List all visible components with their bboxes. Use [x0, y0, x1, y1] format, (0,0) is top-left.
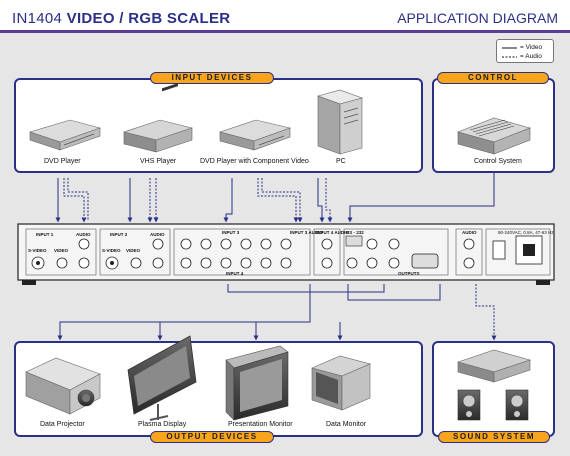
presentation-monitor-label: Presentation Monitor — [228, 421, 293, 428]
legend: = Video = Audio — [496, 39, 554, 63]
data-projector-icon — [25, 357, 101, 415]
amplifier-icon — [456, 349, 532, 383]
panel-power-spec: 90-240VAC, 0.8A, 47-63 Hz — [498, 230, 554, 235]
legend-audio: = Audio — [520, 53, 542, 60]
input-devices-title: INPUT DEVICES — [150, 72, 274, 84]
control-title: CONTROL — [437, 72, 549, 84]
data-projector-label: Data Projector — [40, 421, 85, 428]
dvd-component-label: DVD Player with Component Video — [200, 158, 309, 165]
panel-input4-label: INPUT 4 — [226, 271, 244, 276]
panel-svideo-1: S-VIDEO — [28, 248, 47, 253]
scaler-rear-panel — [17, 223, 555, 285]
panel-rs232-label: RS - 232 — [346, 230, 364, 235]
panel-input1-label: INPUT 1 — [36, 232, 54, 237]
panel-audio-out-label: AUDIO — [462, 230, 477, 235]
panel-video-2: VIDEO — [126, 248, 141, 253]
product-name: VIDEO / RGB SCALER — [66, 10, 231, 27]
page-title: IN1404 VIDEO / RGB SCALER — [12, 10, 230, 27]
plasma-display-icon — [127, 335, 197, 421]
vhs-player-label: VHS Player — [140, 158, 177, 165]
dvd-player-icon — [29, 119, 102, 151]
pc-label: PC — [336, 158, 346, 165]
dvd-component-player-icon — [218, 119, 292, 151]
control-system-icon — [457, 117, 531, 155]
left-speaker-icon — [457, 389, 481, 421]
plasma-display-label: Plasma Display — [138, 421, 187, 428]
panel-input2-audio: AUDIO — [150, 232, 165, 237]
output-devices-title: OUTPUT DEVICES — [150, 431, 274, 443]
panel-input3-label: INPUT 3 — [222, 230, 240, 235]
diagram-title: APPLICATION DIAGRAM — [397, 10, 558, 26]
legend-video: = Video — [520, 44, 543, 51]
pc-tower-icon — [317, 89, 363, 155]
sound-system-title: SOUND SYSTEM — [438, 431, 550, 443]
data-monitor-icon — [311, 355, 371, 411]
vhs-player-icon — [122, 83, 194, 153]
data-monitor-label: Data Monitor — [326, 421, 367, 428]
panel-outputs-label: OUTPUTS — [398, 271, 420, 276]
legend-lines — [502, 47, 517, 58]
right-speaker-icon — [505, 389, 529, 421]
control-system-label: Control System — [474, 158, 522, 165]
presentation-monitor-icon — [225, 345, 289, 421]
panel-input3-audio: INPUT 3 AUDIO — [290, 230, 323, 235]
panel-input1-audio: AUDIO — [76, 232, 91, 237]
panel-input4-audio: INPUT 4 AUDIO — [316, 230, 349, 235]
panel-input2-label: INPUT 2 — [110, 232, 128, 237]
panel-video-1: VIDEO — [54, 248, 69, 253]
panel-svideo-2: S-VIDEO — [102, 248, 121, 253]
dvd-player-label: DVD Player — [44, 158, 81, 165]
header-divider — [0, 30, 570, 33]
model-number: IN1404 — [12, 10, 63, 27]
header: IN1404 VIDEO / RGB SCALER APPLICATION DI… — [0, 0, 570, 33]
